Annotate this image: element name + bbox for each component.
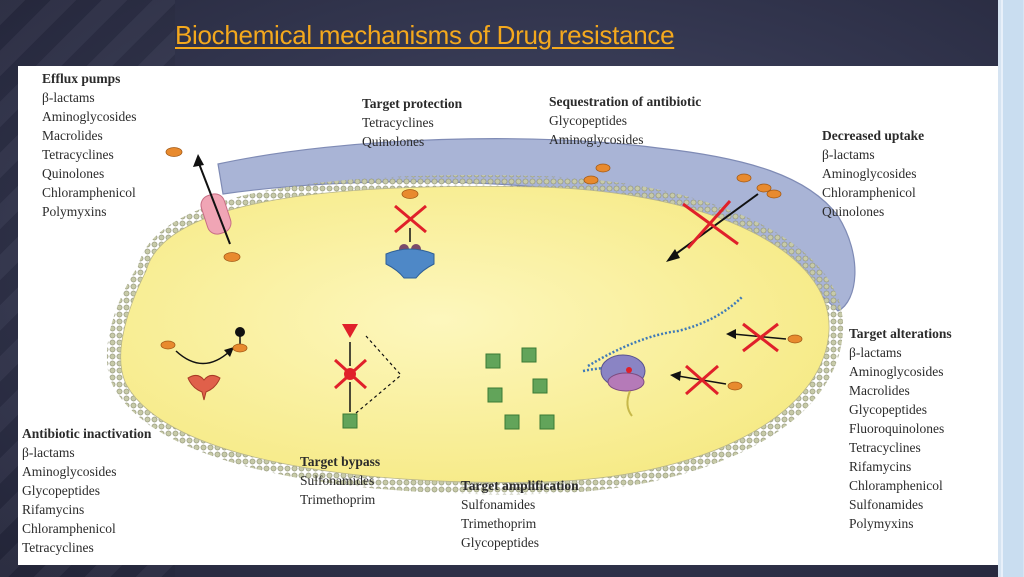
amplification-item: Sulfonamides: [461, 497, 536, 512]
sequestration-item: Glycopeptides: [549, 113, 627, 128]
sequestration-item: Aminoglycosides: [549, 132, 644, 147]
target-protection-label: Target protection Tetracyclines Quinolon…: [362, 94, 462, 151]
amplification-item: Trimethoprim: [461, 516, 537, 531]
target-amplification-heading: Target amplification: [461, 478, 579, 493]
target-alterations-label: Target alterations β-lactams Aminoglycos…: [849, 324, 952, 533]
inactivation-item: Glycopeptides: [22, 483, 100, 498]
alterations-item: Aminoglycosides: [849, 364, 944, 379]
antibiotic-inactivation-heading: Antibiotic inactivation: [22, 426, 152, 441]
target-amplification-label: Target amplification Sulfonamides Trimet…: [461, 476, 579, 552]
efflux-item: Chloramphenicol: [42, 185, 136, 200]
protection-item: Tetracyclines: [362, 115, 434, 130]
alterations-item: Tetracyclines: [849, 440, 921, 455]
alterations-item: Glycopeptides: [849, 402, 927, 417]
target-amplification-icon: [485, 347, 555, 430]
efflux-item: Tetracyclines: [42, 147, 114, 162]
efflux-pump-icon: [165, 147, 241, 262]
sequestration-antibiotics-icon: [583, 163, 611, 185]
alterations-item: Chloramphenicol: [849, 478, 943, 493]
bypass-item: Sulfonamides: [300, 473, 375, 488]
efflux-item: β-lactams: [42, 90, 95, 105]
decreased-uptake-label: Decreased uptake β-lactams Aminoglycosid…: [822, 126, 924, 221]
uptake-item: Chloramphenicol: [822, 185, 916, 200]
inactivation-item: Rifamycins: [22, 502, 85, 517]
target-protection-icon: [385, 189, 435, 279]
alterations-item: Fluoroquinolones: [849, 421, 945, 436]
efflux-item: Quinolones: [42, 166, 105, 181]
inactivation-item: Aminoglycosides: [22, 464, 117, 479]
bypass-item: Trimethoprim: [300, 492, 376, 507]
efflux-pumps-heading: Efflux pumps: [42, 71, 121, 86]
sequestration-label: Sequestration of antibiotic Glycopeptide…: [549, 92, 701, 149]
alterations-item: β-lactams: [849, 345, 902, 360]
cell-illustration: [106, 138, 856, 495]
decreased-uptake-heading: Decreased uptake: [822, 128, 925, 143]
target-bypass-icon: [333, 324, 401, 429]
antibiotic-inactivation-label: Antibiotic inactivation β-lactams Aminog…: [22, 424, 151, 557]
protection-item: Quinolones: [362, 134, 425, 149]
target-protection-heading: Target protection: [362, 96, 463, 111]
uptake-item: β-lactams: [822, 147, 875, 162]
target-bypass-heading: Target bypass: [300, 454, 381, 469]
inactivation-item: β-lactams: [22, 445, 75, 460]
alterations-item: Sulfonamides: [849, 497, 924, 512]
alterations-item: Polymyxins: [849, 516, 914, 531]
inactivation-item: Chloramphenicol: [22, 521, 116, 536]
slide-title: Biochemical mechanisms of Drug resistanc…: [175, 20, 675, 50]
alterations-item: Rifamycins: [849, 459, 912, 474]
decreased-uptake-icon: [666, 173, 782, 262]
cytoplasm: [120, 185, 830, 483]
uptake-item: Aminoglycosides: [822, 166, 917, 181]
sequestration-heading: Sequestration of antibiotic: [549, 94, 702, 109]
right-accent-band: [998, 0, 1024, 577]
amplification-item: Glycopeptides: [461, 535, 539, 550]
target-alterations-heading: Target alterations: [849, 326, 952, 341]
inactivation-item: Tetracyclines: [22, 540, 94, 555]
efflux-item: Aminoglycosides: [42, 109, 137, 124]
efflux-pumps-label: Efflux pumps β-lactams Aminoglycosides M…: [42, 69, 137, 221]
alterations-item: Macrolides: [849, 383, 910, 398]
efflux-item: Macrolides: [42, 128, 103, 143]
antibiotic-inactivation-icon: [160, 327, 248, 401]
resistance-diagram: Efflux pumps β-lactams Aminoglycosides M…: [18, 66, 998, 565]
target-bypass-label: Target bypass Sulfonamides Trimethoprim: [300, 452, 380, 509]
uptake-item: Quinolones: [822, 204, 885, 219]
efflux-item: Polymyxins: [42, 204, 107, 219]
target-alterations-icon: [582, 295, 803, 417]
